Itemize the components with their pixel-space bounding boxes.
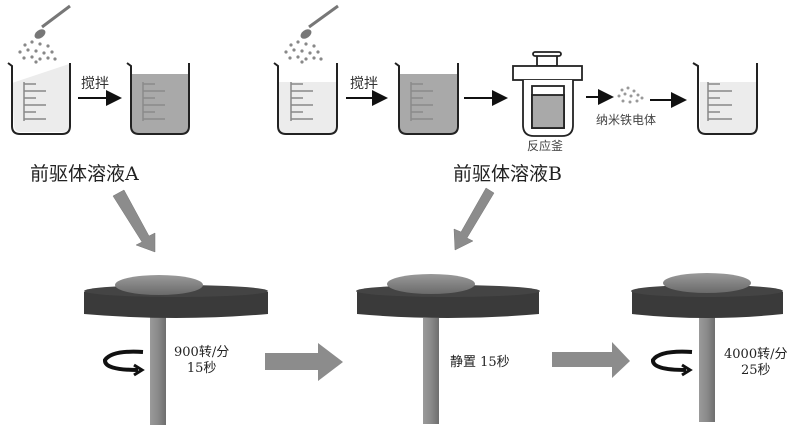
beaker-icon [7,62,71,135]
spin-duration: 15秒 [186,361,217,377]
spin-shaft [699,315,715,422]
spoon-icon [34,4,71,39]
spin-disk [357,292,539,318]
reactor-label: 反应釜 [527,139,564,153]
spin-disk [84,292,268,318]
stir-label: 搅拌 [350,76,378,92]
droplet [387,274,475,294]
rotation-arrow-icon [103,349,145,377]
nano-ferroelectric-label: 纳米铁电体 [596,113,657,127]
powder-particles [284,40,323,64]
rest-duration: 静置 15秒 [450,355,510,370]
powder-particles [18,40,57,64]
spoon-icon [300,4,339,39]
spin-coater [631,273,783,422]
rotation-arrow-icon [651,349,693,377]
spin-speed: 900转/分 [174,345,230,360]
beaker-icon [394,62,459,135]
down-arrow-b [453,187,495,251]
droplet [115,275,203,295]
droplet [663,273,751,293]
spin-step-1-label: 900转/分 15秒 [174,345,229,378]
spin-speed: 4000转/分 [724,347,788,362]
nanoparticles-icon [617,86,644,104]
solution-b-label: 前驱体溶液B [453,163,562,185]
solution-a-label: 前驱体溶液A [30,163,139,185]
spin-coater [84,275,268,425]
next-step-arrow [552,342,630,378]
next-step-arrow [265,343,343,381]
beaker-icon [126,62,190,135]
spin-coater [356,274,540,424]
reactor-icon [512,51,583,137]
beaker-icon [692,62,758,135]
spin-shaft [423,318,439,424]
down-arrow-a [112,189,156,253]
spin-disk [632,292,783,318]
spin-step-2-label: 静置 15秒 [450,355,510,371]
spin-shaft [150,317,166,425]
spin-duration: 25秒 [740,363,771,379]
stir-label: 搅拌 [81,76,109,92]
beaker-icon [273,62,338,135]
spin-step-3-label: 4000转/分 25秒 [724,347,787,380]
